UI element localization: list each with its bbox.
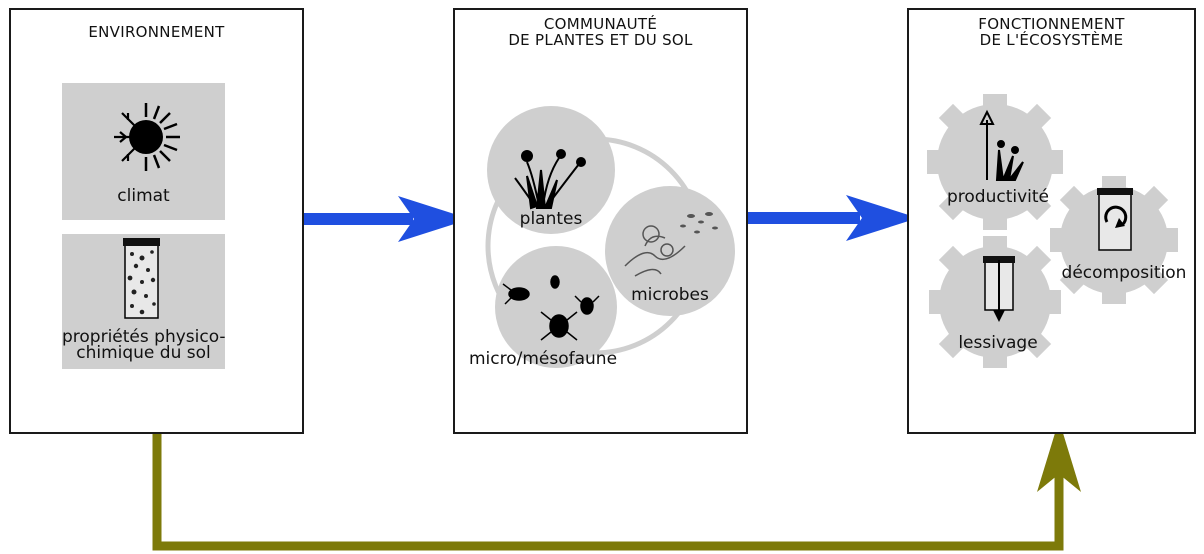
sun-snowflake-icon — [114, 103, 180, 171]
plants-circle: plantes — [487, 106, 615, 234]
flow-arrow-env-to-community — [303, 196, 470, 242]
plant-icon — [514, 149, 586, 210]
community-panel: COMMUNAUTÉ DE PLANTES ET DU SOL plantes — [453, 8, 748, 434]
gear-icon — [927, 94, 1063, 230]
leaching-label: lessivage — [958, 333, 1038, 353]
soil-core-icon — [983, 256, 1015, 322]
microbes-label: microbes — [631, 285, 709, 305]
soil-label-line2: chimique du sol — [76, 343, 211, 363]
microbes-circle: microbes — [605, 186, 735, 316]
soil-label-line1: propriétés physico- — [62, 327, 226, 347]
microbe-icon — [624, 212, 718, 277]
fauna-circle — [495, 246, 617, 368]
fauna-label: micro/mésofaune — [468, 349, 618, 369]
feedback-arrow-env-to-ecosystem — [152, 420, 1081, 551]
flow-arrow-community-to-ecosystem — [748, 195, 918, 241]
community-title-line2: DE PLANTES ET DU SOL — [508, 31, 693, 49]
plant-icon — [979, 109, 1024, 181]
community-title-line1: COMMUNAUTÉ — [543, 15, 658, 33]
climate-box: climat — [62, 83, 225, 220]
gear-icon — [1050, 176, 1178, 304]
productivity-label: productivité — [946, 187, 1050, 207]
ecosystem-title-line1: FONCTIONNEMENT — [978, 15, 1125, 33]
fauna-icon — [502, 275, 600, 341]
ecosystem-title-line2: DE L'ÉCOSYSTÈME — [979, 31, 1124, 49]
decomposition-cycle-icon — [1097, 188, 1133, 251]
soil-box: propriétés physico- chimique du sol — [62, 234, 226, 369]
soil-core-icon — [123, 238, 160, 319]
environment-title: ENVIRONNEMENT — [88, 23, 225, 41]
decomposition-label: décomposition — [1061, 263, 1187, 283]
ecosystem-gears — [927, 94, 1178, 368]
environment-panel: ENVIRONNEMENT — [9, 8, 304, 434]
plants-label: plantes — [519, 209, 583, 229]
ecosystem-panel: FONCTIONNEMENT DE L'ÉCOSYSTÈME — [907, 8, 1196, 434]
climate-label: climat — [117, 186, 170, 206]
